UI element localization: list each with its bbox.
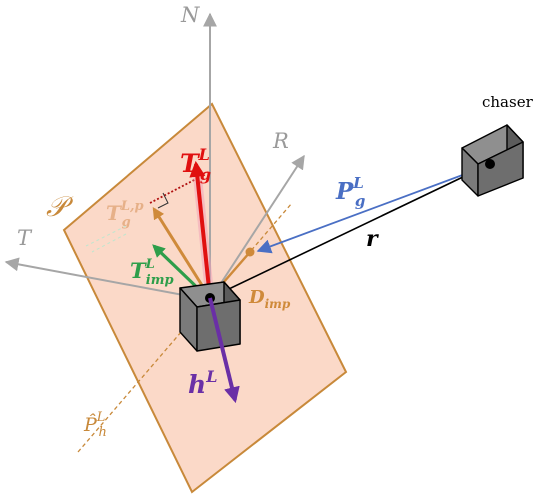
label-axis-r: R [272,129,289,153]
chaser-cube [461,124,524,197]
label-dimp: Dimp [248,287,291,311]
right-angle-marker [157,192,169,209]
faded-tgp-arrow [85,225,127,253]
chaser-center-dot [485,159,495,169]
dimp-point [245,247,255,257]
axis-t [4,257,211,301]
label-plane-p: 𝒫 [46,190,74,223]
label-chaser: chaser [482,93,534,111]
label-axis-n: N [180,3,200,27]
label-r: r [366,226,379,252]
vector-tgp [152,206,212,299]
projection-dotted-line [149,177,199,204]
vector-pg [256,164,486,254]
target-cube [179,281,241,352]
label-hl: hL [188,367,217,399]
vector-hl [208,297,240,404]
vector-tg [189,160,212,299]
label-axis-t: T [17,226,33,250]
